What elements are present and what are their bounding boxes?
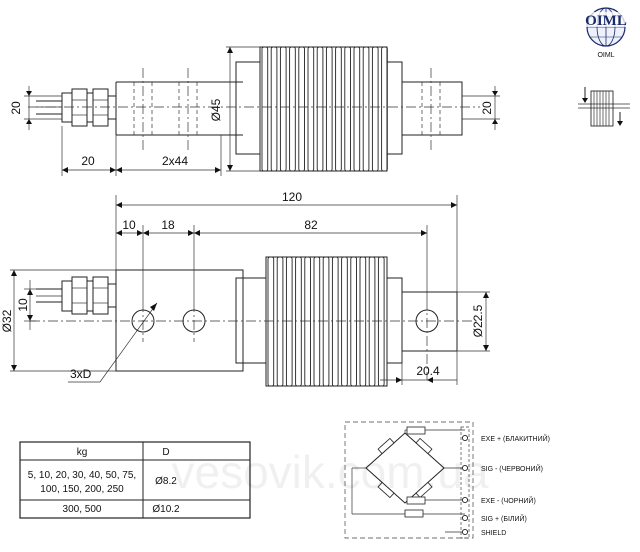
bellows-fin <box>359 256 367 387</box>
bellows-fin <box>304 256 311 387</box>
bellows-fin <box>325 46 333 172</box>
terminal-exe-minus <box>461 496 469 504</box>
wire-label-exe-minus: EXE - (ЧОРНИЙ) <box>481 496 536 505</box>
side-view: 120 10 18 82 Ø32 10 Ø22.5 <box>0 190 490 387</box>
oiml-logo: OIML OIML <box>581 7 631 59</box>
bellows-fin <box>276 256 284 387</box>
dim-diameter-22-5: Ø22.5 <box>471 304 485 337</box>
dim-diameter-45: Ø45 <box>209 98 223 121</box>
top-view: 20 Ø45 20 20 2x44 <box>9 46 500 176</box>
wire-label-exe-plus: EXE + (БЛАКИТНИЙ) <box>481 434 550 443</box>
wire-label-sig-minus: SIG - (ЧЕРВОНИЙ) <box>481 464 543 473</box>
bellows-fin <box>335 46 342 172</box>
terminal-sig-minus <box>461 464 469 472</box>
wheatstone-bridge <box>351 426 465 533</box>
bellows-fin <box>298 46 305 172</box>
bellows-fin <box>261 46 269 172</box>
oiml-logo-text: OIML <box>585 13 627 29</box>
dim-diameter-32: Ø32 <box>0 309 14 332</box>
terminal-shield <box>461 528 469 536</box>
bellows-fin <box>316 46 324 172</box>
table-cell-d: Ø10.2 <box>152 504 180 515</box>
watermark: vesovik.com.ua <box>171 446 488 498</box>
dim-10-vertical: 10 <box>16 298 30 312</box>
dim-20-4: 20.4 <box>416 364 440 378</box>
bellows-fin <box>381 46 388 172</box>
bellows-fin <box>267 256 275 387</box>
table-cell-kg: 300, 500 <box>63 504 102 515</box>
bellows-fin <box>371 46 379 172</box>
wire-label-shield: SHIELD <box>481 530 506 537</box>
terminal-sig-plus <box>461 514 469 522</box>
bellows-fin <box>362 46 370 172</box>
bellows-fin <box>270 46 278 172</box>
bellows-fin <box>307 46 315 172</box>
bellows-fin <box>289 46 296 172</box>
dim-total-length: 120 <box>282 190 302 204</box>
bellows-fin <box>344 46 351 172</box>
bellows-fin <box>295 256 302 387</box>
dim-cable-length: 20 <box>81 154 95 168</box>
bellows-fin <box>353 46 361 172</box>
bellows-fin <box>313 256 321 387</box>
bellows-fin <box>279 46 287 172</box>
bellows-fin <box>350 256 357 387</box>
bellows-fin <box>285 256 293 387</box>
load-direction-symbol <box>578 87 630 127</box>
bellows-fin <box>341 256 348 387</box>
bellows-fin <box>368 256 376 387</box>
dim-82: 82 <box>304 218 318 232</box>
oiml-logo-caption: OIML <box>597 52 614 59</box>
dim-height-left: 20 <box>9 101 23 115</box>
dim-height-right: 20 <box>480 101 494 115</box>
dim-18: 18 <box>161 218 175 232</box>
capacity-table: kg D 5, 10, 20, 30, 40, 50, 75, 100, 150… <box>19 441 251 519</box>
dim-hole-spacing: 2x44 <box>162 154 188 168</box>
table-header-d: D <box>162 447 169 458</box>
terminal-exe-plus <box>461 434 469 442</box>
table-cell-kg: 100, 150, 200, 250 <box>40 484 124 495</box>
holes-label: 3xD <box>70 367 92 381</box>
bellows-fin <box>377 256 385 387</box>
bellows-fin <box>322 256 330 387</box>
wiring-diagram: EXE + (БЛАКИТНИЙ) SIG - (ЧЕРВОНИЙ) EXE -… <box>344 421 550 539</box>
wire-label-sig-plus: SIG + (БІЛИЙ) <box>481 514 527 523</box>
table-cell-kg: 5, 10, 20, 30, 40, 50, 75, <box>28 470 136 481</box>
dim-10: 10 <box>122 218 136 232</box>
table-header-kg: kg <box>77 447 88 458</box>
table-cell-d: Ø8.2 <box>155 476 177 487</box>
bellows-fin <box>331 256 339 387</box>
